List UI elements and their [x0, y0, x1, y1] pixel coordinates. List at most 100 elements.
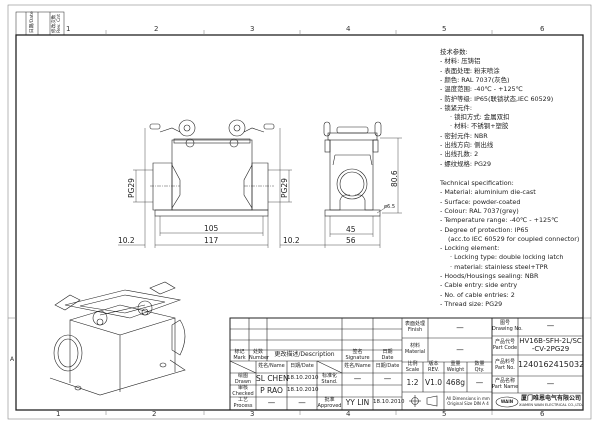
dim-pg29-right: PG29	[280, 178, 289, 198]
spec-cn-line: · 锁扣方式: 金属双扣	[450, 113, 510, 122]
spec-en-line: Technical specification:	[440, 179, 514, 187]
drawn-date: 18.10.2010	[287, 375, 319, 381]
material-label: 材料 Material	[404, 343, 426, 355]
dimensions-note: All Dimensions in mm Original Size DIN A…	[446, 396, 490, 406]
rev-label: 版本 REV.	[428, 361, 439, 373]
spec-en-line: - Material: aluminium die-cast	[440, 188, 536, 197]
drawing-no-value: —	[546, 321, 555, 330]
approved-name: YY LIN	[345, 398, 370, 407]
qty-label: 数量 Qty.	[474, 361, 485, 373]
qty-value: —	[475, 378, 484, 387]
zone-top-3: 3	[250, 25, 255, 33]
spec-en-line: - Locking element:	[440, 244, 500, 253]
stand-name: —	[353, 374, 362, 383]
part-name-value: —	[546, 379, 555, 388]
material-value: —	[456, 345, 464, 354]
spec-en-line: - Thread size: PG29	[440, 299, 503, 308]
zone-bottom-2: 2	[152, 410, 157, 418]
number-header: 处数 Number	[249, 349, 270, 361]
zone-letter-a: A	[10, 356, 15, 363]
zone-top-1: 1	[66, 25, 71, 33]
spec-en-line: · material: stainless steel+TPR	[450, 262, 548, 271]
checked-label: 审核 Checked	[232, 385, 254, 397]
spec-cn-line: - 螺纹规格: PG29	[440, 159, 492, 168]
zone-top-4: 4	[346, 25, 351, 33]
approved-date: 18.10.2010	[373, 399, 405, 405]
dim-hole: ø6.5	[384, 204, 396, 210]
dim-56: 56	[346, 236, 356, 245]
finish-value: —	[456, 323, 464, 332]
company-name-cn: 厦门唯恩电气有限公司	[520, 395, 581, 402]
zone-bottom-4: 4	[346, 410, 351, 418]
dim-pg29-left: PG29	[127, 178, 136, 198]
zone-bottom-5: 5	[442, 410, 447, 418]
part-no-value: 1240162415032	[518, 360, 585, 369]
front-view	[149, 119, 275, 217]
rev-value: V1.0	[424, 378, 443, 387]
spec-cn-line: - 颜色: RAL 7037(灰色)	[440, 75, 510, 84]
weight-value: 468g	[445, 378, 466, 387]
date-col-header: 日期/Date	[290, 363, 314, 369]
spec-cn-line: - 表面处理: 粉末喷涂	[440, 66, 500, 75]
stand-label: 标准化 Stand.	[321, 373, 338, 385]
process-label: 工艺 Process	[233, 397, 253, 409]
zone-top-5: 5	[442, 25, 447, 33]
part-no-label: 产品料号 Part No.	[494, 359, 515, 371]
description-header: 更改描述/Description	[274, 351, 335, 358]
spec-cn-line: - 锁紧元件:	[440, 103, 473, 112]
side-dimension-lines	[300, 137, 402, 248]
spec-en-line: - No. of cable entries: 2	[440, 290, 515, 299]
scale-value: 1:2	[406, 378, 419, 387]
name-col-header-2: 姓名/Name	[344, 363, 371, 369]
checked-name: P RAO	[260, 386, 283, 395]
spec-en-line: - Hoods/Housings sealing: NBR	[440, 272, 539, 280]
drawn-label: 绘图 Drawn	[234, 373, 252, 385]
revision-strip	[15, 11, 65, 36]
front-dimension-lines	[118, 128, 300, 248]
spec-cn-line: - 温度范围: -40℃ - +125℃	[440, 85, 523, 94]
dim-10-2-left: 10.2	[118, 236, 135, 245]
drawn-name: SL CHEN	[256, 374, 289, 383]
dim-80-6: 80.6	[390, 170, 399, 187]
spec-en-line: - Cable entry: side entry	[440, 281, 518, 290]
part-code-value: HV16B-SFH-2L/SC-CV-2PG29	[519, 337, 582, 353]
company-logo	[495, 396, 519, 408]
title-block-lines	[229, 317, 584, 411]
side-view	[323, 121, 382, 217]
zone-bottom-3: 3	[250, 410, 255, 418]
signature-header: 签名 Signature	[345, 349, 370, 361]
dim-10-2-right: 10.2	[283, 236, 300, 245]
spec-en-line: - Temperature range: -40℃ - +125℃	[440, 216, 559, 225]
spec-cn-line: 技术参数:	[440, 48, 468, 56]
revision-count-label: 修改次数 Rev. Cnt	[52, 13, 62, 33]
date-header: 日期 Date	[381, 349, 394, 361]
part-name-label: 产品名称 Part Name	[492, 378, 519, 390]
spec-cn-line: - 出线方向: 侧出线	[440, 141, 494, 149]
process-date: —	[298, 398, 306, 407]
weight-label: 重量 Weight	[446, 361, 465, 373]
spec-en-line: - Surface: powder-coated	[440, 197, 521, 206]
checked-date: 18.10.2010	[287, 387, 319, 393]
drawing-no-label: 图号 Drawing No.	[492, 320, 523, 332]
stand-date: —	[383, 374, 392, 383]
zone-bottom-6: 6	[540, 410, 545, 418]
scale-label: 比例 Scale	[405, 361, 420, 373]
name-col-header: 姓名/Name	[258, 363, 285, 369]
spec-en-line: (acc.to IEC 60529 for coupled connector)	[448, 234, 580, 243]
dim-45: 45	[346, 225, 356, 234]
spec-cn-line: - 防护等级: IP65(联锁状态,IEC 60529)	[440, 94, 554, 103]
dim-117: 117	[204, 236, 219, 245]
mark-header: 标记 Mark	[233, 349, 246, 361]
zone-top-6: 6	[540, 25, 545, 33]
finish-label: 表面处理 Finish	[404, 321, 425, 333]
outer-frame	[7, 4, 592, 420]
revision-date-label: 日期/Date	[30, 11, 35, 33]
company-name-en: XIAMEN WAIN ELECTRICAL CO.,LTD.	[519, 403, 583, 407]
date-col-header-2: 日期/Date	[375, 363, 400, 369]
spec-cn-line: - 材料: 压铸铝	[440, 57, 481, 66]
spec-en-line: - Degree of protection: IP65	[440, 225, 529, 234]
spec-en-line: - Colour: RAL 7037(grey)	[440, 206, 519, 215]
spec-cn-line: - 密封元件: NBR	[440, 131, 488, 140]
